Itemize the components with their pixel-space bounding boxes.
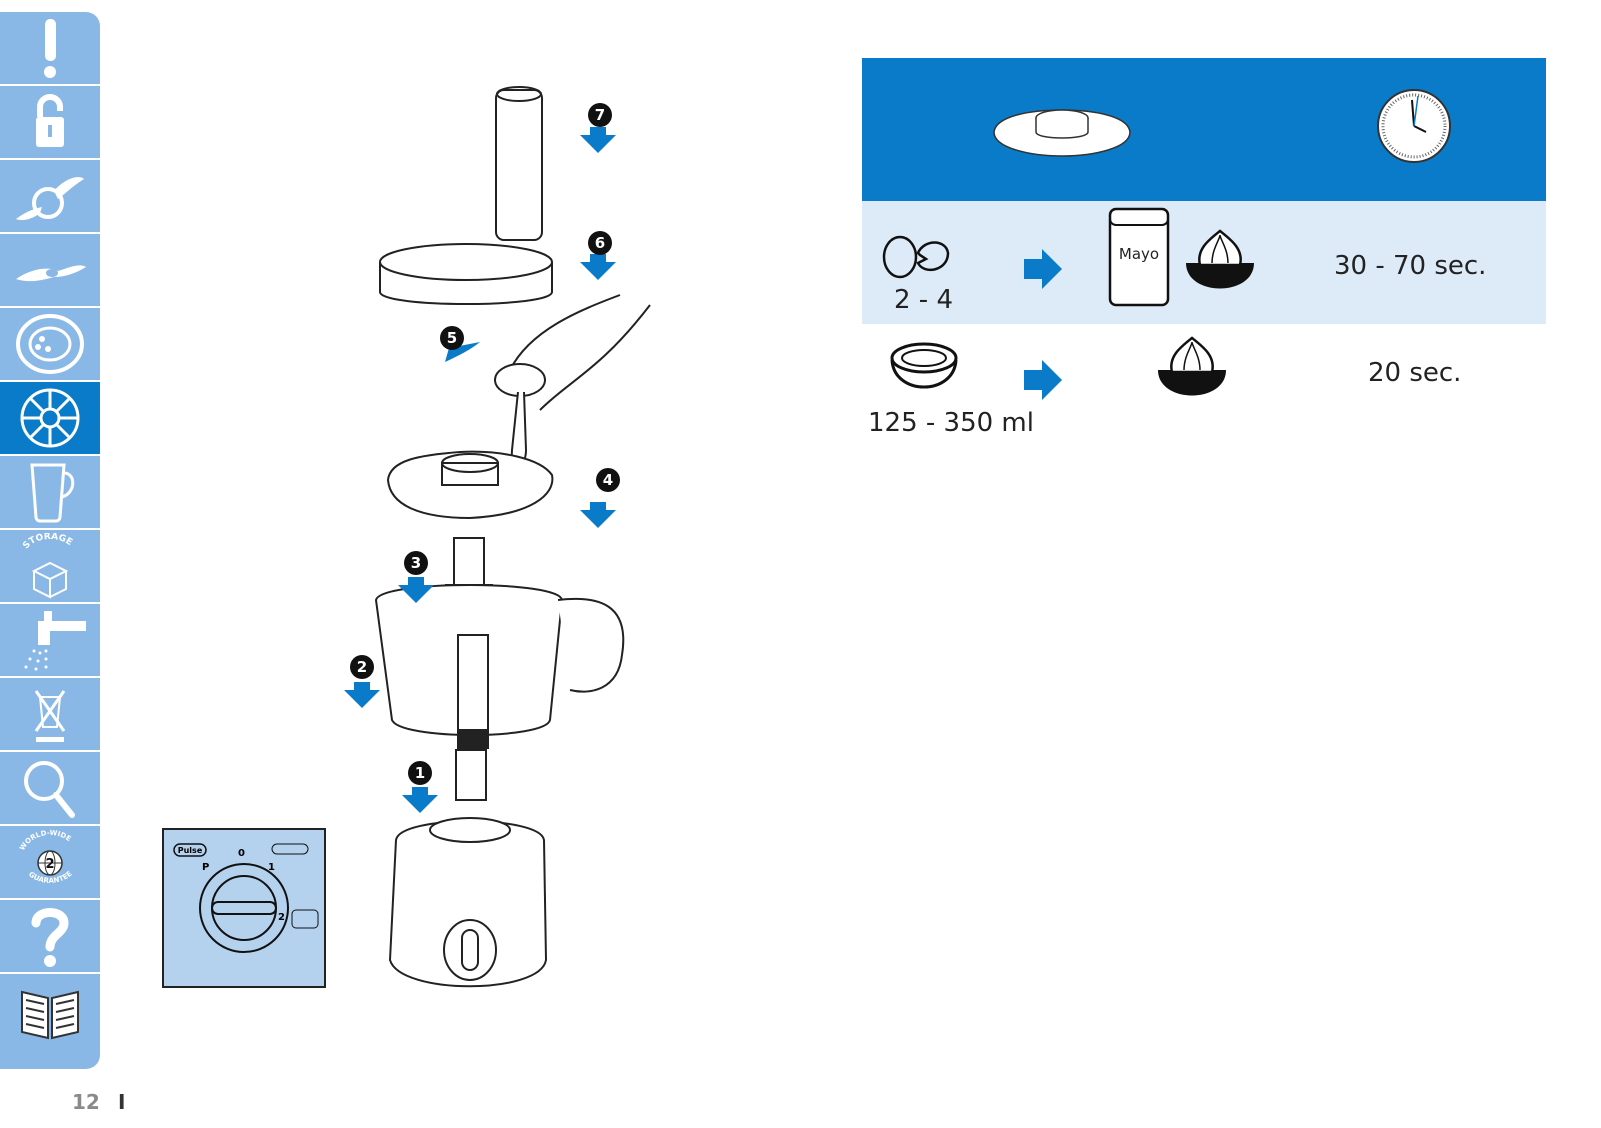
svg-text:7: 7 <box>595 106 605 124</box>
assembly-illustration: 7 6 5 4 3 2 1 <box>344 86 651 988</box>
arrow-right-icon <box>1024 249 1062 289</box>
svg-text:Mayo: Mayo <box>1119 245 1159 263</box>
svg-text:4: 4 <box>603 471 613 489</box>
processing-table: 2 - 4 Mayo 30 - 70 sec. 125 - 350 ml <box>862 58 1546 447</box>
sidebar-item-knife[interactable] <box>0 160 100 234</box>
tap-cleaning-icon <box>24 611 86 671</box>
warning-icon <box>44 19 56 78</box>
table-row: 125 - 350 ml 20 sec. <box>862 324 1546 447</box>
sidebar-item-chopper[interactable] <box>0 234 100 308</box>
sidebar-item-emulsifier[interactable] <box>0 382 100 456</box>
jug-icon <box>30 463 75 523</box>
quantity-label: 125 - 350 ml <box>868 408 1034 438</box>
svg-text:1: 1 <box>415 764 425 782</box>
svg-text:2: 2 <box>278 912 285 923</box>
magnifier-icon <box>24 761 75 818</box>
sidebar-item-environment[interactable] <box>0 678 100 752</box>
sidebar-item-faq[interactable] <box>0 900 100 974</box>
drive-shaft <box>455 749 487 801</box>
speed-dial-detail: Pulse 0 1 2 P <box>162 828 326 988</box>
disc-icon <box>16 314 84 374</box>
mayo-jar-icon: Mayo <box>1108 207 1170 307</box>
sidebar-item-warning[interactable] <box>0 12 100 86</box>
book-icon <box>21 990 79 1040</box>
sidebar-item-troubleshoot[interactable] <box>0 752 100 826</box>
sidebar-item-manual[interactable] <box>0 974 100 1048</box>
eggs-icon <box>882 235 950 279</box>
environment-bin-icon <box>34 690 66 742</box>
knife-blade-icon <box>16 177 84 221</box>
page-number: 12 <box>72 1090 100 1114</box>
cream-bowl-icon <box>890 342 958 389</box>
mayonnaise-bowl-icon <box>1186 229 1254 289</box>
food-pusher <box>495 89 543 241</box>
svg-text:WORLD-WIDE: WORLD-WIDE <box>18 829 72 852</box>
hand <box>509 294 651 411</box>
guarantee-globe-icon: WORLD-WIDE GUARANTEE 2 <box>18 829 73 885</box>
svg-text:5: 5 <box>447 329 457 347</box>
svg-text:3: 3 <box>411 554 421 572</box>
sidebar-item-jug[interactable] <box>0 456 100 530</box>
table-row: 2 - 4 Mayo 30 - 70 sec. <box>862 201 1546 324</box>
svg-text:0: 0 <box>238 848 245 859</box>
unlock-icon <box>36 94 64 147</box>
lid <box>379 243 553 281</box>
question-icon <box>31 908 69 967</box>
sidebar-nav: STORAGE <box>0 12 100 1069</box>
clock-icon <box>1377 89 1451 163</box>
svg-text:P: P <box>202 862 209 873</box>
svg-text:2: 2 <box>45 857 54 872</box>
chopping-blade-icon <box>16 265 86 282</box>
table-header <box>862 58 1546 201</box>
svg-text:STORAGE: STORAGE <box>21 533 74 551</box>
sidebar-item-disc[interactable] <box>0 308 100 382</box>
svg-text:Pulse: Pulse <box>178 846 203 855</box>
sidebar-item-guarantee[interactable]: WORLD-WIDE GUARANTEE 2 <box>0 826 100 900</box>
emulsifying-disc-icon <box>993 109 1131 157</box>
emulsifying-disc-icon <box>20 388 80 448</box>
svg-text:2: 2 <box>357 658 367 676</box>
sidebar-item-unlock[interactable] <box>0 86 100 160</box>
svg-text:1: 1 <box>268 862 275 873</box>
whipped-cream-bowl-icon <box>1158 336 1226 396</box>
arrow-right-icon <box>1024 360 1062 400</box>
sidebar-item-storage[interactable]: STORAGE <box>0 530 100 604</box>
speed-dial: Pulse 0 1 2 P <box>173 843 319 953</box>
time-label: 30 - 70 sec. <box>1334 251 1487 281</box>
language-marker: I <box>118 1090 126 1114</box>
sidebar-item-cleaning[interactable] <box>0 604 100 678</box>
storage-icon: STORAGE <box>21 533 74 599</box>
quantity-label: 2 - 4 <box>894 285 953 315</box>
svg-text:6: 6 <box>595 234 605 252</box>
time-label: 20 sec. <box>1368 358 1462 388</box>
